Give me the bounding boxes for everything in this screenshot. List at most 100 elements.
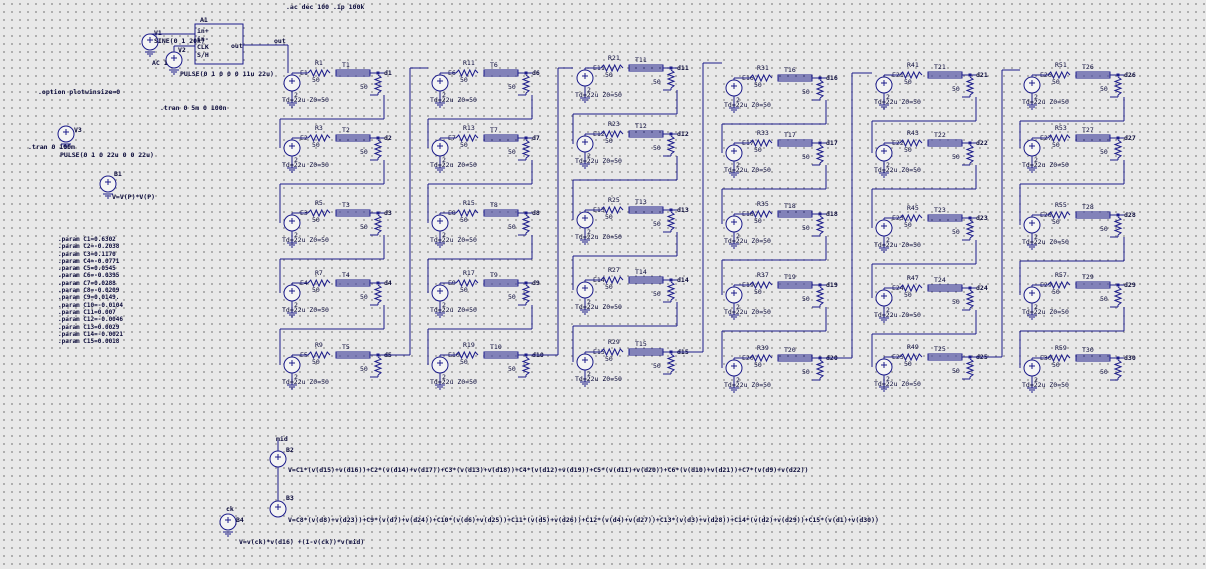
tline-name[interactable]: T25: [934, 345, 946, 353]
net-label-d28[interactable]: d28: [1124, 211, 1136, 219]
load-resistor[interactable]: [965, 76, 975, 96]
load-resistor[interactable]: [965, 358, 975, 378]
load-resistor[interactable]: [1113, 359, 1123, 379]
load-value[interactable]: 50: [360, 365, 368, 373]
load-resistor[interactable]: [666, 69, 676, 89]
net-label-d16[interactable]: d16: [826, 74, 838, 82]
load-value[interactable]: 50: [653, 362, 661, 370]
tline-T19[interactable]: [777, 281, 813, 289]
resistor-R47[interactable]: [899, 283, 923, 293]
resistor-name[interactable]: R27: [608, 266, 620, 274]
tline-name[interactable]: T15: [635, 340, 647, 348]
param-line[interactable]: .param C6=-0.0395: [58, 272, 120, 280]
stage-source-gain[interactable]: 2: [294, 373, 298, 381]
plotwinsize-directive[interactable]: .option plotwinsize=0: [38, 88, 121, 96]
tline-params[interactable]: Td=22u Z0=50: [282, 378, 329, 386]
resistor-name[interactable]: R59: [1055, 344, 1067, 352]
stage-source-gain[interactable]: 2: [1034, 233, 1038, 241]
tline-T17[interactable]: [777, 139, 813, 147]
resistor-R23[interactable]: [600, 129, 624, 139]
stage-source-gain[interactable]: 2: [442, 301, 446, 309]
tline-name[interactable]: T3: [342, 201, 350, 209]
param-line[interactable]: .param C8=-0.0209: [58, 287, 120, 295]
resistor-R53[interactable]: [1047, 133, 1071, 143]
tline-params[interactable]: Td=22u Z0=50: [430, 96, 477, 104]
load-resistor[interactable]: [815, 215, 825, 235]
block-pin[interactable]: S/H: [197, 51, 209, 59]
resistor-value[interactable]: 50: [460, 286, 468, 294]
resistor-R15[interactable]: [455, 208, 479, 218]
tline-name[interactable]: T11: [635, 56, 647, 64]
tline-name[interactable]: T17: [784, 131, 796, 139]
load-value[interactable]: 50: [508, 83, 516, 91]
tline-name[interactable]: T7: [490, 126, 498, 134]
resistor-R45[interactable]: [899, 213, 923, 223]
tline-name[interactable]: T16: [784, 66, 796, 74]
tline-params[interactable]: Td=22u Z0=50: [724, 166, 771, 174]
tline-name[interactable]: T28: [1082, 203, 1094, 211]
net-label-d21[interactable]: d21: [976, 71, 988, 79]
resistor-R41[interactable]: [899, 70, 923, 80]
load-resistor[interactable]: [521, 139, 531, 159]
stage-source-gain[interactable]: 2: [736, 232, 740, 240]
net-label-d7[interactable]: d7: [532, 134, 540, 142]
stage-source-gain[interactable]: 2: [886, 306, 890, 314]
resistor-name[interactable]: R37: [757, 271, 769, 279]
net-label-d11[interactable]: d11: [677, 64, 689, 72]
block-out-pin[interactable]: out: [231, 42, 243, 50]
stage-source-gain[interactable]: 2: [1034, 156, 1038, 164]
stage-source-gain[interactable]: 2: [294, 91, 298, 99]
param-line[interactable]: .param C9=0.0149.: [58, 294, 120, 302]
resistor-value[interactable]: 50: [312, 216, 320, 224]
tline-T1[interactable]: [335, 69, 371, 77]
tline-T15[interactable]: [628, 348, 664, 356]
resistor-R13[interactable]: [455, 133, 479, 143]
tline-params[interactable]: Td=22u Z0=50: [874, 241, 921, 249]
resistor-name[interactable]: R21: [608, 54, 620, 62]
tline-name[interactable]: T4: [342, 271, 350, 279]
resistor-value[interactable]: 50: [312, 76, 320, 84]
resistor-R25[interactable]: [600, 205, 624, 215]
resistor-R31[interactable]: [749, 73, 773, 83]
load-value[interactable]: 50: [802, 368, 810, 376]
v2-value[interactable]: PULSE(0 1 0 0 0 11u 22u): [180, 70, 274, 78]
load-value[interactable]: 50: [653, 78, 661, 86]
tline-T7[interactable]: [483, 134, 519, 142]
tline-name[interactable]: T24: [934, 276, 946, 284]
net-label-d6[interactable]: d6: [532, 69, 540, 77]
tline-name[interactable]: T27: [1082, 126, 1094, 134]
tline-params[interactable]: Td=22u Z0=50: [575, 233, 622, 241]
resistor-value[interactable]: 50: [904, 291, 912, 299]
net-label-d9[interactable]: d9: [532, 279, 540, 287]
tline-T18[interactable]: [777, 210, 813, 218]
stage-source-gain[interactable]: 2: [587, 86, 591, 94]
load-resistor[interactable]: [815, 79, 825, 99]
b2-expression[interactable]: V=C1*(v(d15)+v(d16))+C2*(v(d14)+v(d17))+…: [288, 466, 809, 474]
load-value[interactable]: 50: [360, 148, 368, 156]
tline-T29[interactable]: [1075, 281, 1111, 289]
stage-source-gain[interactable]: 2: [736, 96, 740, 104]
v1-ac[interactable]: AC 1: [152, 59, 168, 67]
resistor-name[interactable]: R41: [907, 61, 919, 69]
resistor-name[interactable]: R31: [757, 64, 769, 72]
tran-directive-1[interactable]: .tran 0 5m 0 100n: [160, 104, 227, 112]
tline-name[interactable]: T30: [1082, 346, 1094, 354]
resistor-value[interactable]: 50: [1052, 288, 1060, 296]
tline-T5[interactable]: [335, 351, 371, 359]
net-label-d19[interactable]: d19: [826, 281, 838, 289]
load-value[interactable]: 50: [653, 144, 661, 152]
load-resistor[interactable]: [373, 214, 383, 234]
load-resistor[interactable]: [815, 359, 825, 379]
tline-params[interactable]: Td=22u Z0=50: [1022, 308, 1069, 316]
stage-source-gain[interactable]: 2: [294, 301, 298, 309]
load-resistor[interactable]: [965, 289, 975, 309]
v1-value[interactable]: SINE(0 1 20k): [154, 37, 205, 45]
param-line[interactable]: .param C7=0.0288: [58, 279, 116, 287]
param-line[interactable]: .param C15=0.0018: [58, 338, 120, 346]
resistor-value[interactable]: 50: [605, 213, 613, 221]
resistor-name[interactable]: R13: [463, 124, 475, 132]
resistor-R57[interactable]: [1047, 280, 1071, 290]
tline-name[interactable]: T19: [784, 273, 796, 281]
resistor-value[interactable]: 50: [904, 146, 912, 154]
